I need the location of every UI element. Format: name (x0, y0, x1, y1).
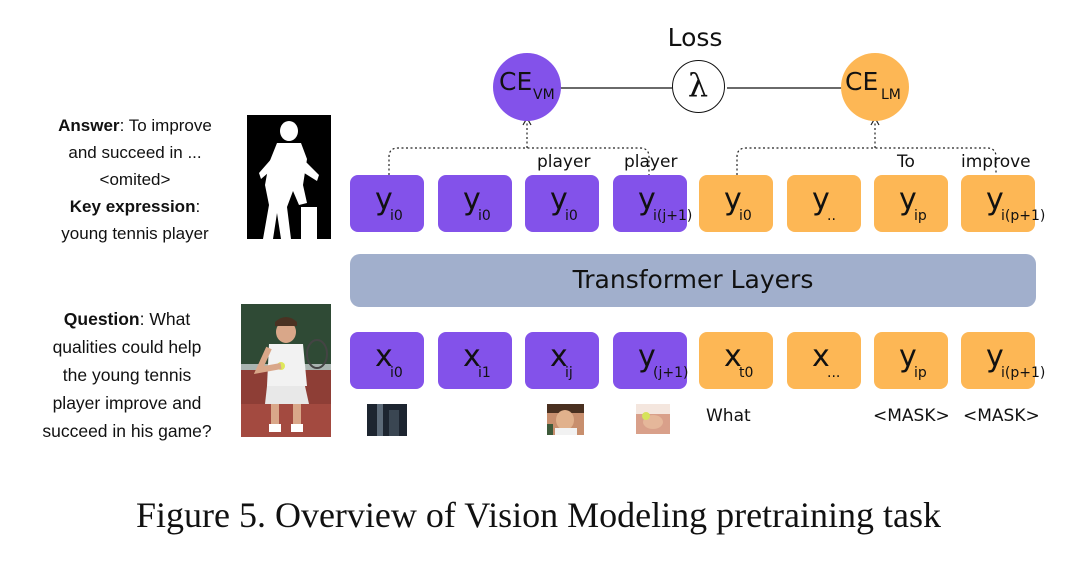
image-patch-dark (367, 404, 407, 436)
loss-title: Loss (667, 23, 723, 52)
output-token-1-subscript: i0 (478, 208, 491, 224)
question-line-3: the young tennis (62, 365, 192, 385)
top-label-player-2: player (624, 152, 678, 172)
silhouette-mask-image (247, 115, 331, 239)
input-token-3-subscript: (j+1) (653, 365, 689, 381)
image-patch-face (547, 404, 584, 435)
output-token-5-symbol: y (812, 182, 830, 217)
ce-lm-node: CE LM (841, 53, 909, 121)
input-token-1-symbol: x (463, 339, 481, 374)
lm-dotted-tree (736, 120, 997, 175)
question-line-2: qualities could help (52, 337, 202, 357)
tennis-player-photo (241, 304, 331, 437)
output-token-3-subscript: i(j+1) (653, 208, 693, 224)
top-label-improve: improve (961, 152, 1031, 172)
top-label-player-1: player (537, 152, 591, 172)
lambda-symbol: λ (687, 66, 709, 104)
transformer-layers-label: Transformer Layers (572, 265, 814, 294)
image-patch-arm (636, 404, 670, 434)
output-token-0-subscript: i0 (390, 208, 403, 224)
input-token-3: y(j+1) (613, 332, 689, 389)
output-token-5: y.. (787, 175, 861, 232)
key-expression-label: Key expression (69, 197, 196, 216)
answer-line-1: : To improve (119, 116, 212, 135)
ce-vm-sub: VM (533, 87, 555, 103)
input-token-2-symbol: x (550, 339, 568, 374)
output-token-5-subscript: .. (827, 208, 836, 224)
input-token-7-symbol: y (986, 339, 1004, 374)
input-token-1-subscript: i1 (478, 365, 491, 381)
output-token-3-symbol: y (638, 182, 656, 217)
output-token-2-subscript: i0 (565, 208, 578, 224)
input-token-4-subscript: t0 (739, 365, 754, 381)
input-token-0-subscript: i0 (390, 365, 403, 381)
input-token-6-symbol: y (899, 339, 917, 374)
figure-caption: Figure 5. Overview of Vision Modeling pr… (135, 495, 942, 535)
output-token-2-symbol: y (550, 182, 568, 217)
input-token-5-symbol: x (812, 339, 830, 374)
answer-label: Answer (58, 116, 120, 135)
input-token-2-subscript: ij (565, 365, 573, 381)
question-line-1: : What (139, 309, 191, 329)
question-label: Question (63, 309, 140, 329)
output-token-4-symbol: y (724, 182, 742, 217)
output-token-1-symbol: y (463, 182, 481, 217)
question-line-5: succeed in his game? (42, 421, 212, 441)
question-text-block: Question: What qualities could help the … (22, 305, 232, 445)
top-label-to: To (897, 152, 915, 172)
ce-vm-main: CE (499, 67, 533, 96)
input-token-6-subscript: ip (914, 365, 927, 381)
lambda-node: λ (672, 60, 725, 113)
output-token-0-symbol: y (375, 182, 393, 217)
output-token-7-symbol: y (986, 182, 1004, 217)
output-token-6-subscript: ip (914, 208, 927, 224)
output-token-6-symbol: y (899, 182, 917, 217)
ce-lm-main: CE (845, 67, 879, 96)
input-token-3-symbol: y (638, 339, 656, 374)
input-token-0-symbol: x (375, 339, 393, 374)
answer-line-2: and succeed in ... (68, 143, 202, 162)
transformer-layers-bar: Transformer Layers (350, 254, 1036, 307)
answer-line-3: <omited> (99, 170, 171, 189)
ce-vm-node: CE VM (493, 53, 561, 121)
question-line-4: player improve and (52, 393, 202, 413)
output-token-7-subscript: i(p+1) (1001, 208, 1046, 224)
input-token-5: x... (787, 332, 861, 389)
bottom-label-mask-2: <MASK> (963, 406, 1040, 426)
key-expression-colon: : (195, 197, 201, 216)
input-token-4-symbol: x (724, 339, 742, 374)
input-token-5-subscript: ... (827, 365, 841, 381)
answer-text-block: Answer: To improve and succeed in ... <o… (30, 112, 240, 247)
bottom-label-what: What (706, 406, 751, 426)
bottom-label-mask-1: <MASK> (873, 406, 950, 426)
input-token-7-subscript: i(p+1) (1001, 365, 1046, 381)
key-expression-line-2: young tennis player (61, 224, 209, 243)
vm-dotted-tree (388, 120, 650, 175)
ce-lm-sub: LM (881, 87, 901, 103)
output-token-4-subscript: i0 (739, 208, 752, 224)
